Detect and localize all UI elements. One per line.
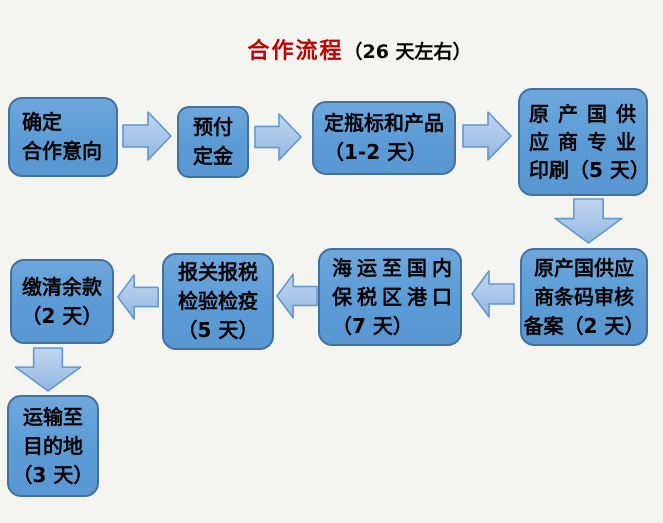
step-label-line: （1-2 天） — [324, 140, 428, 164]
page-title: 合作流程（26 天左右） — [0, 33, 663, 65]
step-origin-supplier-barcode-filing: 原产国供应 商条码审核 备案（2 天） — [520, 248, 648, 346]
arrow-right-icon — [122, 110, 172, 162]
step-prepay-deposit: 预付 定金 — [177, 106, 249, 178]
step-label-line: （5 天） — [177, 318, 259, 342]
step-label-line: （2 天） — [21, 303, 103, 328]
title-duration: （26 天左右） — [343, 41, 472, 63]
step-label-line: （3 天） — [12, 462, 94, 487]
step-label-line: 合作意向 — [22, 139, 102, 163]
arrow-left-icon — [276, 271, 318, 321]
step-pay-balance: 缴清余款 （2 天） — [10, 259, 114, 344]
step-customs-declaration-inspection: 报关报税 检验检疫 （5 天） — [162, 253, 274, 350]
step-label-line: 预付 — [193, 115, 233, 139]
step-label-line: 商条码审核 — [534, 284, 634, 309]
step-confirm-intent: 确定 合作意向 — [8, 97, 118, 177]
step-label-line: 检验检疫 — [178, 289, 258, 313]
step-label-line: 原产国供应 — [534, 255, 634, 280]
step-label-line: 运输至 — [23, 404, 83, 429]
step-label-line: 确定 — [22, 110, 62, 134]
step-label-line: 海运至国内 — [332, 255, 457, 280]
step-label-line: 定瓶标和产品 — [324, 111, 444, 135]
step-label-line: 目的地 — [23, 433, 83, 458]
title-main: 合作流程 — [247, 39, 344, 64]
arrow-down-icon — [552, 198, 625, 244]
step-label-line: 缴清余款 — [22, 274, 102, 299]
step-transport-destination: 运输至 目的地 （3 天） — [7, 395, 99, 497]
step-label-line: 印刷（5 天） — [529, 158, 650, 182]
step-label-line: 报关报税 — [178, 260, 258, 284]
step-sea-freight-bonded-port: 海运至国内 保税区港口 （7 天） — [318, 248, 462, 346]
arrow-left-icon — [470, 269, 516, 319]
arrow-down-icon — [12, 347, 84, 392]
arrow-left-icon — [116, 273, 160, 321]
arrow-right-icon — [461, 110, 513, 162]
step-label-line: 定金 — [193, 144, 233, 168]
arrow-right-icon — [253, 112, 303, 162]
step-label-line: 备案（2 天） — [523, 313, 645, 338]
step-label-line: （7 天） — [332, 313, 413, 338]
step-define-label-product: 定瓶标和产品 （1-2 天） — [312, 101, 456, 175]
step-label-line: 保税区港口 — [332, 284, 457, 309]
step-label-line: 原产国供 — [529, 102, 645, 126]
step-origin-supplier-printing: 原产国供 应商专业 印刷（5 天） — [518, 88, 650, 196]
step-label-line: 应商专业 — [529, 130, 645, 154]
